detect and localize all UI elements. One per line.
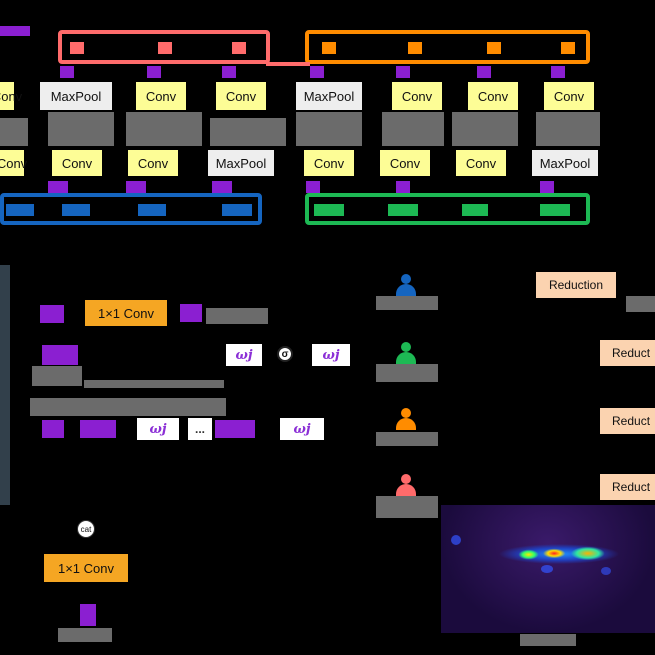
conv-block: Conv	[0, 150, 27, 176]
conv-block: Conv	[544, 82, 594, 110]
feature-square	[42, 420, 64, 438]
green-group-outline	[305, 193, 590, 225]
conv-block: Conv	[216, 82, 266, 110]
person-orange-icon	[396, 408, 416, 430]
feature-square	[60, 66, 74, 78]
red-group-connector	[266, 62, 310, 66]
feature-square	[126, 181, 146, 193]
feature-square	[212, 181, 232, 193]
red-group-node	[158, 42, 172, 54]
conv-block: Conv	[0, 82, 22, 110]
feature-map-bar	[382, 112, 444, 146]
orange-group-outline	[305, 30, 590, 64]
green-group-node	[314, 204, 344, 216]
person-base-bar	[376, 296, 438, 310]
feature-map-bar	[206, 308, 268, 324]
red-group-node	[232, 42, 246, 54]
conv-block: Conv	[392, 82, 442, 110]
omega-label: ωj	[226, 344, 262, 366]
maxpool-block: MaxPool	[40, 82, 112, 110]
conv-block: Conv	[468, 82, 518, 110]
person-blue-icon	[396, 274, 416, 296]
feature-map-bar	[210, 118, 286, 146]
conv-block: Conv	[136, 82, 186, 110]
feature-square	[310, 66, 324, 78]
orange-group-node	[561, 42, 575, 54]
feature-square	[396, 66, 410, 78]
person-base-bar	[376, 432, 438, 446]
feature-map-bar	[30, 398, 226, 416]
reduction-block: Reduct	[600, 340, 655, 366]
conv-block: Conv	[128, 150, 178, 176]
omega-label: ωj	[312, 344, 350, 366]
feature-square	[48, 181, 68, 193]
feature-square	[540, 181, 554, 193]
blue-group-node	[62, 204, 90, 216]
feature-square	[80, 420, 116, 438]
conv1x1-block: 1×1 Conv	[44, 554, 128, 582]
red-group-node	[70, 42, 84, 54]
person-base-bar	[376, 364, 438, 382]
green-group-node	[540, 204, 570, 216]
orange-group-node	[408, 42, 422, 54]
input-feature-square	[40, 305, 64, 323]
feature-square	[477, 66, 491, 78]
person-green-icon	[396, 342, 416, 364]
person-red-icon	[396, 474, 416, 496]
top-left-purple-tag	[0, 26, 30, 36]
reduction-block: Reduct	[600, 474, 655, 500]
heatmap-image	[441, 505, 655, 633]
feature-square	[42, 345, 78, 365]
feature-map-bar	[48, 112, 114, 146]
maxpool-block: MaxPool	[208, 150, 274, 176]
feature-square	[180, 304, 202, 322]
conv-block: Conv	[456, 150, 506, 176]
feature-square	[215, 420, 255, 438]
feature-square	[396, 181, 410, 193]
feature-map-bar	[296, 112, 362, 146]
output-feature-square	[80, 604, 96, 626]
feature-map-bar	[536, 112, 600, 146]
orange-group-node	[322, 42, 336, 54]
blue-group-node	[138, 204, 166, 216]
green-group-node	[388, 204, 418, 216]
left-edge-bar	[0, 265, 10, 505]
conv-block: Conv	[52, 150, 102, 176]
feature-square	[306, 181, 320, 193]
green-group-node	[462, 204, 488, 216]
conv-block: Conv	[380, 150, 430, 176]
omega-label: ωj	[137, 418, 179, 440]
feature-map-bar	[58, 628, 112, 642]
feature-square	[222, 66, 236, 78]
blue-group-node	[6, 204, 34, 216]
feature-map-bar	[626, 296, 655, 312]
feature-map-bar	[126, 112, 202, 146]
maxpool-block: MaxPool	[296, 82, 362, 110]
orange-group-node	[487, 42, 501, 54]
feature-map-bar	[0, 118, 28, 146]
reduction-block: Reduct	[600, 408, 655, 434]
feature-square	[147, 66, 161, 78]
blue-group-node	[222, 204, 252, 216]
feature-map-bar	[520, 634, 576, 646]
omega-label: ωj	[280, 418, 324, 440]
conv1x1-block: 1×1 Conv	[85, 300, 167, 326]
conv-block: Conv	[304, 150, 354, 176]
feature-map-bar	[32, 366, 82, 386]
person-base-bar	[376, 496, 438, 518]
blue-group-outline	[0, 193, 262, 225]
maxpool-block: MaxPool	[532, 150, 598, 176]
feature-map-bar	[84, 380, 224, 388]
feature-square	[551, 66, 565, 78]
sigma-node: σ	[277, 346, 293, 362]
ellipsis-label: ...	[188, 418, 212, 440]
feature-map-bar	[452, 112, 518, 146]
concat-node: cat	[77, 520, 95, 538]
reduction-block: Reduction	[536, 272, 616, 298]
red-group-outline	[58, 30, 270, 64]
